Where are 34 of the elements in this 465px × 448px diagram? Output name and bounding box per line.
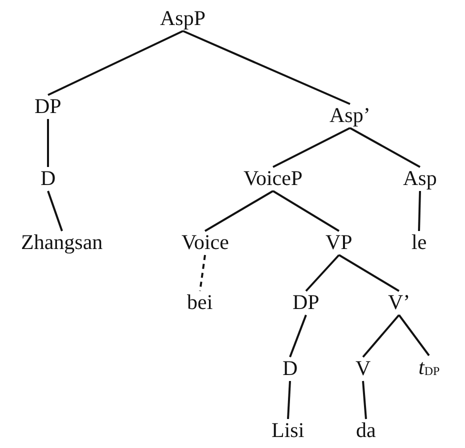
tree-node-label: VP: [324, 230, 354, 254]
tree-node-label: Lisi: [270, 418, 306, 442]
tree-branch-line: [272, 127, 350, 168]
tree-branch-line: [289, 314, 307, 358]
tree-node-label: Asp’: [328, 103, 372, 127]
tree-branch-line: [305, 254, 340, 292]
tree-node-label: Voice: [180, 230, 230, 254]
tree-node-label: le: [410, 230, 428, 254]
tree-branch-line: [199, 254, 206, 292]
tree-node-label: DP: [292, 290, 320, 314]
tree-branch-line: [272, 190, 340, 232]
tree-node-label: Asp: [402, 166, 438, 190]
tree-branch-line: [350, 127, 420, 168]
tree-node-label: D: [282, 356, 299, 380]
tree-branch-line: [204, 190, 274, 232]
tree-branch-line: [47, 119, 49, 167]
tree-node-label: Zhangsan: [20, 230, 104, 254]
tree-branch-line: [362, 314, 400, 358]
tree-node-label: AspP: [159, 6, 207, 30]
tree-branch-line: [362, 380, 367, 420]
tree-node-label: VoiceP: [242, 166, 304, 190]
tree-branch-line: [182, 30, 350, 105]
tree-branch-line: [48, 30, 184, 96]
tree-branch-line: [47, 190, 63, 232]
tree-branch-line: [398, 314, 430, 356]
tree-node-label: D: [40, 166, 57, 190]
tree-branch-line: [338, 254, 400, 292]
tree-branch-line: [418, 190, 421, 232]
tree-node-label: V’: [387, 290, 412, 314]
tree-node-label: V: [354, 356, 372, 380]
tree-branch-line: [287, 380, 291, 420]
tree-node-label: bei: [186, 290, 214, 314]
tree-node-label: da: [355, 418, 377, 442]
tree-node-label: DP: [34, 94, 62, 118]
